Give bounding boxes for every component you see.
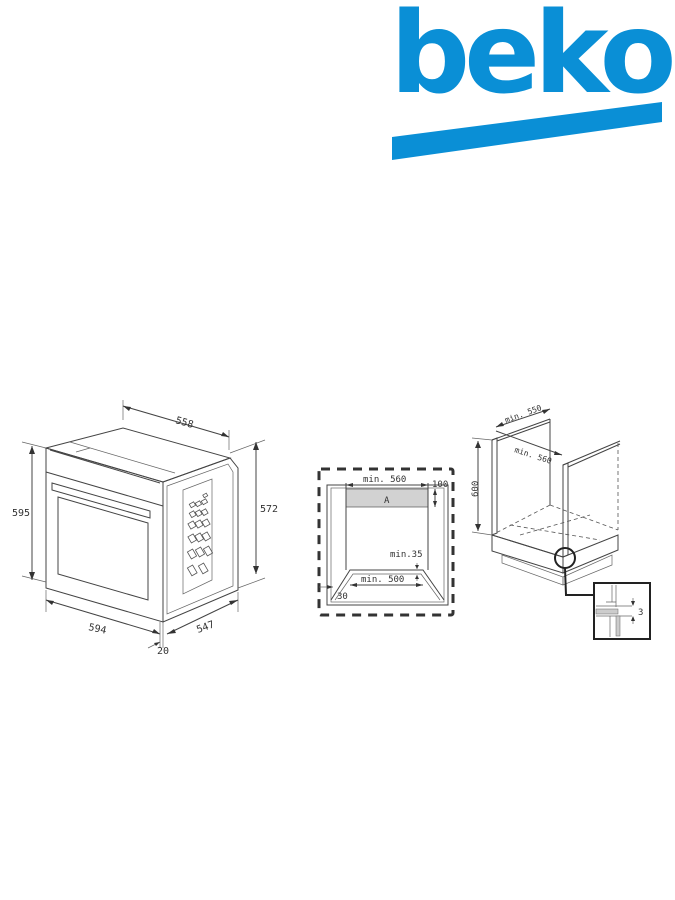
dim-depth: 547 [195,619,216,636]
dim-height-side: 572 [260,504,278,515]
brand-underline-swoosh [392,102,662,160]
brand-wordmark: beko [390,0,673,119]
dim-width-top: 558 [174,415,194,431]
cabinet-dimensions-diagram: min. 550 min. 560 600 [460,395,675,655]
vent-label: A [384,496,390,506]
dim-width-front: 594 [87,622,107,637]
dim-height: 600 [471,481,481,497]
dim-side-clearance: 30 [337,592,348,602]
detail-circle [554,547,576,569]
dim-detail-gap: 3 [638,608,643,618]
dim-min-gap: min.35 [390,550,423,560]
oven-dimensions-diagram: 558 [0,390,290,660]
dim-door-thickness: 20 [157,646,169,657]
dim-vent-height: 100 [432,480,448,490]
dim-min-width-bottom: min. 500 [361,575,404,585]
dim-min-width-top: min. 560 [363,475,406,485]
cutout-dimensions-diagram: A min. 560 100 min. 500 min.35 30 [305,455,465,625]
side-vent-pattern [186,492,214,577]
dim-height-front: 595 [12,508,30,519]
dim-min-depth: min. 550 [504,403,543,425]
dim-min-width: min. 560 [513,445,553,466]
beko-logo: beko [388,0,675,165]
